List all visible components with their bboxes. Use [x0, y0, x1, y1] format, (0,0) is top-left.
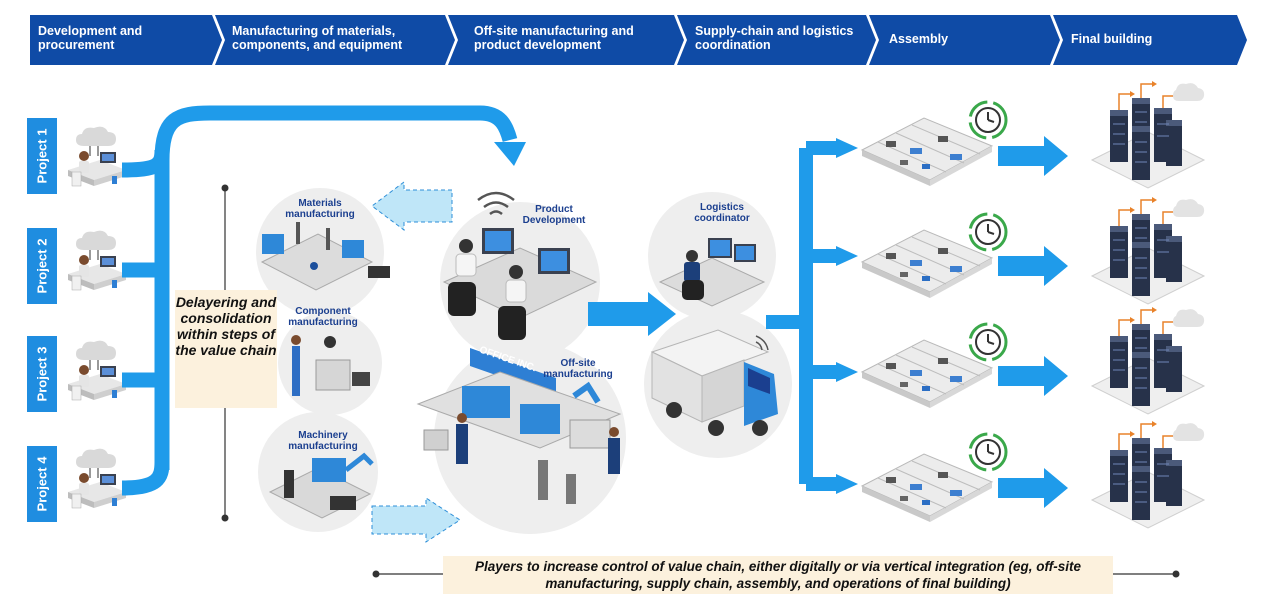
- project-label: Project 2: [34, 238, 50, 294]
- product-development-label: Product Development: [522, 204, 586, 226]
- wifi-icon: [477, 191, 515, 216]
- clock-icon: [968, 322, 1008, 362]
- assembly-site-4: [861, 453, 993, 523]
- clock-icon: [968, 432, 1008, 472]
- project-tab-1: Project 1: [27, 118, 57, 194]
- project-label: Project 4: [34, 456, 50, 512]
- project-label: Project 3: [34, 346, 50, 402]
- machinery-illustration: [268, 452, 374, 519]
- clock-icon: [968, 212, 1008, 252]
- product-development-illustration: [442, 228, 598, 340]
- stage-chevron-4: [677, 15, 876, 65]
- project-desk-1: [67, 125, 127, 187]
- players-callout: Players to increase control of value cha…: [443, 556, 1113, 594]
- materials-machine-illustration: [260, 222, 390, 291]
- final-building-2: [1091, 196, 1205, 305]
- final-building-4: [1091, 420, 1205, 529]
- component-manufacturing-label: Component manufacturing: [288, 306, 358, 328]
- arrow-to-product-development: [494, 142, 526, 166]
- clock-icon: [968, 100, 1008, 140]
- project-label: Project 1: [34, 128, 50, 184]
- stage-label-final-building: Final building: [1071, 32, 1153, 46]
- materials-manufacturing-label: Materials manufacturing: [285, 198, 355, 220]
- stage-label-assembly: Assembly: [889, 32, 949, 46]
- project-merge-arrows: [121, 105, 518, 496]
- assembly-branch-arrows: [766, 141, 836, 491]
- project-desk-3: [67, 339, 127, 401]
- dashed-arrow-to-offsite: [371, 497, 461, 543]
- stage-label-supply-chain: Supply-chain and logistics coordination: [695, 24, 854, 52]
- final-building-1: [1091, 80, 1205, 189]
- assembly-arrow-head-3: [836, 362, 858, 382]
- stage-label-manufacturing: Manufacturing of materials, components, …: [232, 24, 403, 52]
- project-tab-4: Project 4: [27, 446, 57, 522]
- project-desk-4: [67, 447, 127, 509]
- final-building-3: [1091, 306, 1205, 415]
- component-machine-illustration: [291, 335, 370, 396]
- stage-chevron-2: [215, 15, 455, 65]
- logistics-coordinator-label: Logistics coordinator: [694, 202, 750, 224]
- offsite-factory-illustration: [416, 348, 622, 504]
- project-tab-2: Project 2: [27, 228, 57, 304]
- offsite-manufacturing-label: Off-site manufacturing: [543, 358, 613, 380]
- stage-label-development: Development and procurement: [38, 24, 143, 52]
- delayering-callout: Delayering and consolidation within step…: [175, 290, 277, 408]
- stage-chevron-6: [1053, 15, 1247, 65]
- dashed-arrow-back-to-materials: [371, 181, 453, 231]
- truck-signal-icon: [755, 335, 769, 351]
- stage-chevron-5: [869, 15, 1060, 65]
- assembly-arrow-head-4: [836, 474, 858, 494]
- stage-chevron-3: [448, 15, 684, 65]
- project-tab-3: Project 3: [27, 336, 57, 412]
- stage-chevron-1: [30, 15, 222, 65]
- arrow-to-logistics: [588, 292, 676, 336]
- stage-label-offsite: Off-site manufacturing and product devel…: [474, 24, 634, 52]
- machinery-manufacturing-label: Machinery manufacturing: [288, 430, 358, 452]
- assembly-arrow-head-1: [836, 138, 858, 158]
- project-desk-2: [67, 229, 127, 291]
- logistics-coordinator-illustration: [658, 238, 766, 307]
- value-chain-stage-header: [30, 15, 1247, 65]
- assembly-arrow-head-2: [836, 246, 858, 266]
- truck-icon: [650, 329, 778, 436]
- final-building-arrows: [998, 136, 1068, 508]
